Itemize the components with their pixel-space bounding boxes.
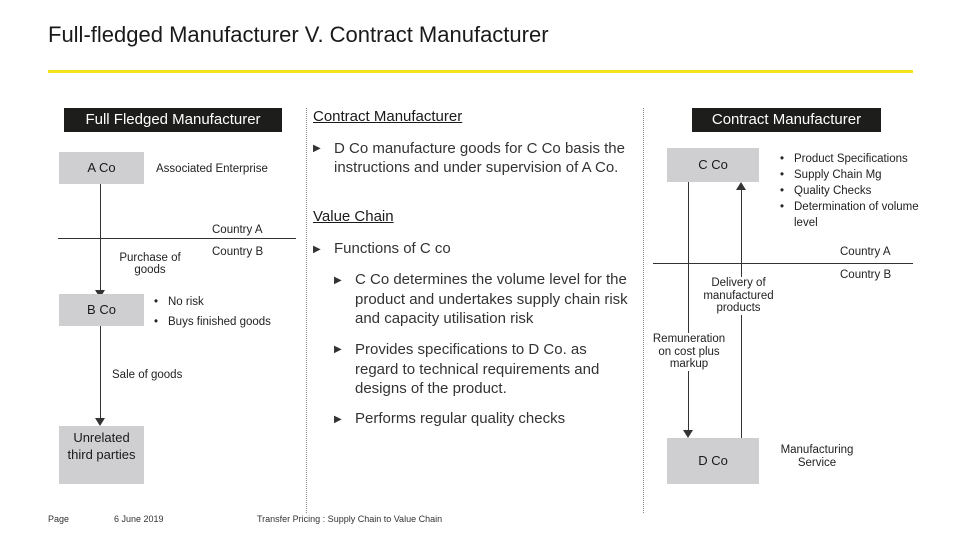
point1-text: D Co manufacture goods for C Co basis th… xyxy=(334,140,625,176)
left-country-a-label: Country A xyxy=(212,224,263,236)
sub3-text: Performs regular quality checks xyxy=(355,410,566,427)
b-co-bullet-2: Buys finished goods xyxy=(154,312,271,332)
left-country-b-label: Country B xyxy=(212,246,264,258)
middle-heading-contract: Contract Manufacturer xyxy=(313,108,463,125)
sale-of-goods-label: Sale of goods xyxy=(112,369,183,381)
remuneration-arrow xyxy=(683,430,693,438)
remuneration-label: Remuneration on cost plus markup xyxy=(648,333,730,371)
right-column-divider xyxy=(643,108,644,513)
c-co-bullet-2: Supply Chain Mg xyxy=(780,167,933,183)
left-country-divider xyxy=(58,238,296,239)
delivery-line xyxy=(741,190,742,442)
right-country-divider xyxy=(653,263,913,264)
d-co-box: D Co xyxy=(667,438,759,484)
point2-text: Functions of C co xyxy=(334,240,451,257)
manufacturing-service-label: Manufacturing Service xyxy=(780,444,854,469)
right-country-b-label: Country B xyxy=(840,269,892,281)
b-co-box: B Co xyxy=(59,294,144,326)
b-co-bullet-1: No risk xyxy=(154,292,271,312)
sub3-marker: ▶ xyxy=(334,414,342,425)
left-column-divider xyxy=(306,108,307,513)
point1-marker: ▶ xyxy=(313,143,321,154)
full-fledged-header: Full Fledged Manufacturer xyxy=(64,108,282,132)
point2-marker: ▶ xyxy=(313,244,321,255)
middle-heading-value-chain: Value Chain xyxy=(313,208,394,225)
delivery-label: Delivery of manufactured products xyxy=(696,277,781,315)
c-co-box: C Co xyxy=(667,148,759,182)
c-co-bullet-1: Product Specifications xyxy=(780,151,933,167)
right-country-a-label: Country A xyxy=(840,246,891,258)
sub2-marker: ▶ xyxy=(334,344,342,355)
page-title: Full-fledged Manufacturer V. Contract Ma… xyxy=(48,22,549,47)
sub1-marker: ▶ xyxy=(334,275,342,286)
c-co-bullets: Product Specifications Supply Chain Mg Q… xyxy=(778,151,933,231)
c-co-bullet-3: Quality Checks xyxy=(780,183,933,199)
unrelated-third-parties-box: Unrelated third parties xyxy=(59,426,144,484)
footer-page: Page xyxy=(48,514,70,524)
remuneration-line xyxy=(688,182,689,432)
delivery-arrow xyxy=(736,182,746,190)
sub1-text: C Co determines the volume level for the… xyxy=(355,271,628,327)
b-co-bullets: No risk Buys finished goods xyxy=(152,292,271,332)
purchase-of-goods-label: Purchase of goods xyxy=(119,252,181,276)
b-to-third-line xyxy=(100,326,101,422)
footer-date: 6 June 2019 xyxy=(114,514,164,524)
title-underline xyxy=(48,70,913,73)
associated-enterprise-label: Associated Enterprise xyxy=(156,163,268,175)
c-co-bullet-4: Determination of volume level xyxy=(780,199,933,231)
a-to-b-line xyxy=(100,184,101,294)
b-to-third-arrow xyxy=(95,418,105,426)
contract-manufacturer-header: Contract Manufacturer xyxy=(692,108,881,132)
sub2-text: Provides specifications to D Co. as rega… xyxy=(355,341,600,397)
footer-subject: Transfer Pricing : Supply Chain to Value… xyxy=(257,514,443,524)
a-co-box: A Co xyxy=(59,152,144,184)
